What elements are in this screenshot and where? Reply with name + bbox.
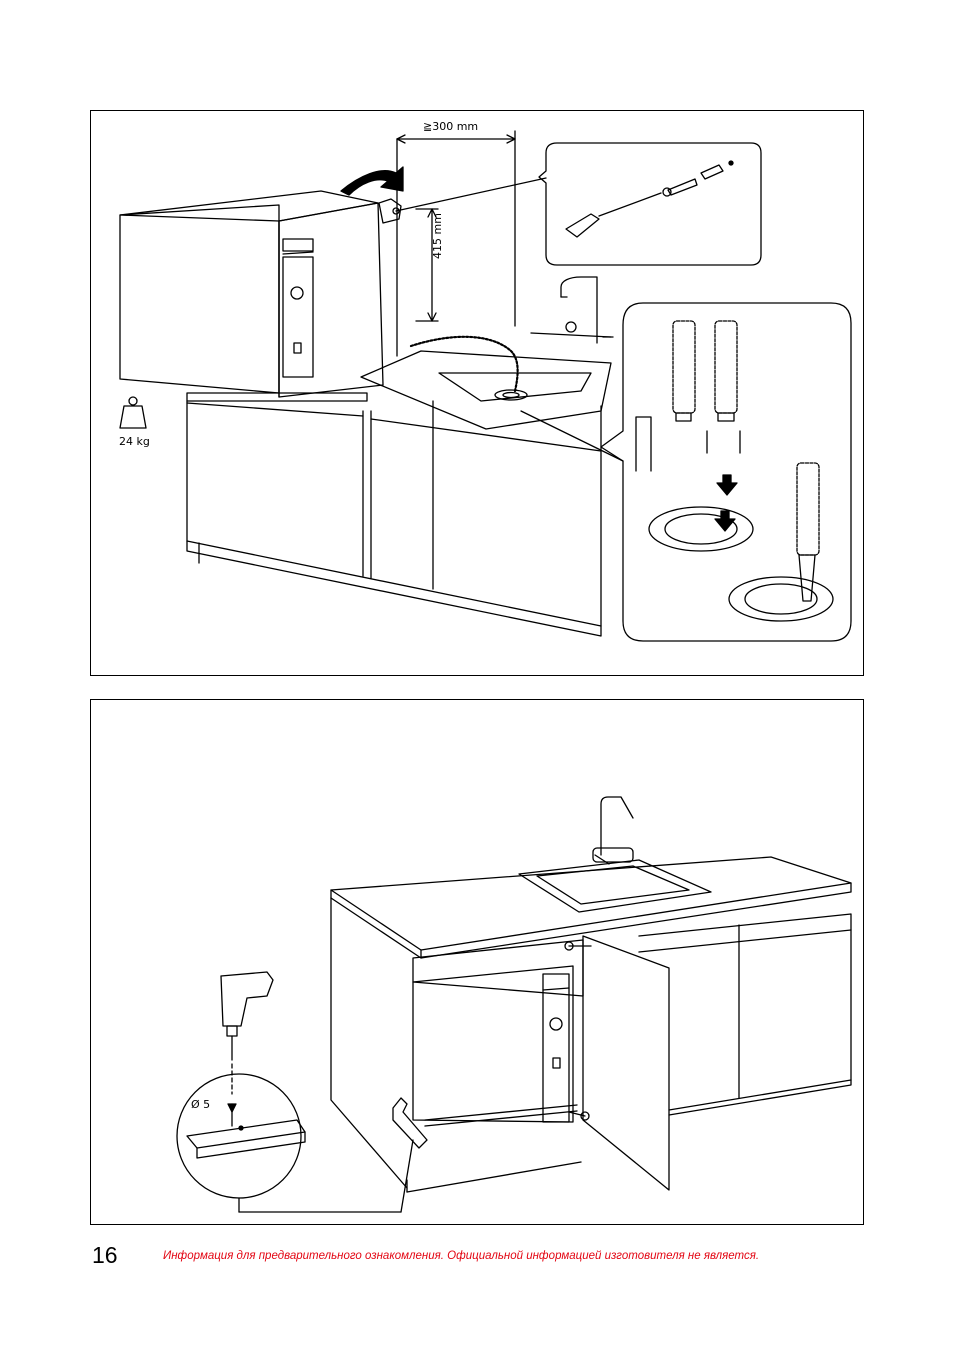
rail-detail bbox=[186, 1119, 306, 1159]
drill-icon bbox=[220, 971, 274, 1095]
installation-figure-bottom: Ø 5 bbox=[90, 699, 864, 1225]
cabinet-right bbox=[638, 913, 852, 1116]
fixing-bracket bbox=[392, 1097, 428, 1149]
height-dimension bbox=[415, 208, 439, 322]
wall-lines bbox=[396, 130, 516, 357]
detail-circle bbox=[176, 1073, 414, 1213]
base-cabinets bbox=[186, 392, 602, 637]
screwdriver-icon bbox=[565, 192, 662, 238]
clearance-label: ≧300 mm bbox=[423, 120, 479, 133]
worktop-sink bbox=[360, 350, 612, 430]
wall-plug-icon bbox=[700, 160, 734, 180]
drill-diameter-label: Ø 5 bbox=[191, 1098, 211, 1111]
sink-drain-icon bbox=[648, 506, 834, 622]
drain-callout bbox=[520, 302, 852, 642]
page-number: 16 bbox=[92, 1242, 118, 1268]
drain-hose-icon bbox=[409, 335, 519, 393]
screw-icon bbox=[662, 178, 698, 197]
wall-bracket bbox=[378, 177, 547, 224]
weight-label: 24 kg bbox=[119, 435, 150, 448]
installation-figure-top: ≧300 mm 415 mm 24 kg bbox=[90, 110, 864, 676]
faucet-icon bbox=[530, 276, 614, 344]
height-label: 415 mm bbox=[431, 213, 444, 259]
cabinet-door-icon bbox=[564, 935, 670, 1191]
cabinet-left bbox=[330, 897, 582, 1193]
screwdriver-callout bbox=[538, 142, 762, 266]
top-illustration bbox=[119, 130, 852, 642]
faucet-icon bbox=[592, 796, 634, 865]
sink-icon bbox=[518, 859, 712, 913]
dishwasher bbox=[412, 939, 584, 1127]
disclaimer-note: Информация для предварительного ознакомл… bbox=[163, 1250, 760, 1262]
weight-icon bbox=[119, 396, 147, 429]
worktop bbox=[330, 856, 852, 959]
bottom-illustration bbox=[176, 796, 852, 1213]
arrow-down-icon bbox=[714, 474, 738, 532]
dishwasher bbox=[119, 190, 384, 398]
arrow-down-icon bbox=[340, 166, 404, 196]
screw-icon bbox=[227, 1103, 237, 1127]
drain-hose-icon bbox=[635, 320, 820, 602]
clearance-dimension bbox=[396, 134, 516, 144]
